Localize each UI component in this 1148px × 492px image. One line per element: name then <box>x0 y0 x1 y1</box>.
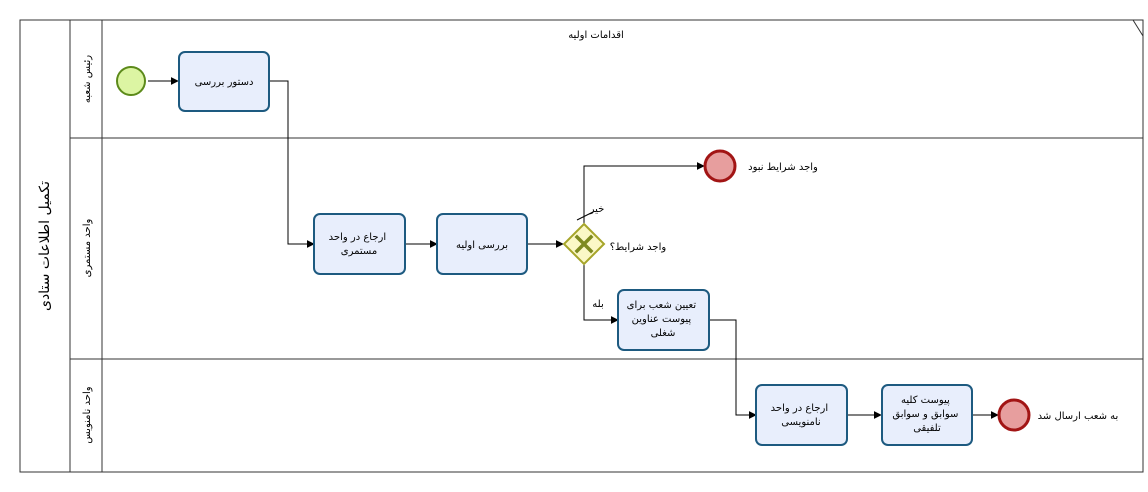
task-review-order-label: دستور بررسی <box>195 77 254 88</box>
pool-title: تکمیل اطلاعات ستادی <box>37 181 53 311</box>
task-review-order[interactable]: دستور بررسی <box>178 51 270 112</box>
task-attach-records-line: سوابق و سوابق <box>892 409 958 420</box>
lane-label-branch-head: رئیس شعبه <box>82 55 93 103</box>
task-review-order-line: دستور بررسی <box>195 77 254 88</box>
lane-labels: رئیس شعبه واحد مستمری واحد نامنویس <box>82 55 93 444</box>
task-refer-pension-line: ارجاع در واحد <box>329 232 386 243</box>
lane-label-pension-unit: واحد مستمری <box>82 219 93 278</box>
task-attach-records-label: پیوست کلیه سوابق و سوابق تلفیقی <box>892 395 961 434</box>
task-refer-registration[interactable]: ارجاع در واحد نامنویسی <box>755 384 848 446</box>
flow-assign-branch-to-refer-registration <box>709 319 757 419</box>
lane-label-registration-unit: واحد نامنویس <box>82 386 93 443</box>
group-label: اقدامات اولیه <box>568 30 624 41</box>
task-attach-records-line: تلفیقی <box>913 423 941 434</box>
task-assign-branch-line: شغلی <box>651 328 676 339</box>
task-refer-registration-label: ارجاع در واحد نامنویسی <box>771 403 832 428</box>
sequence-flows <box>148 77 999 419</box>
group-boundary: اقدامات اولیه <box>102 19 1144 41</box>
flow-review-order-to-refer-pension <box>269 80 315 248</box>
task-refer-pension-line: مستمری <box>341 246 377 257</box>
no-label-tick <box>576 211 594 221</box>
end-event-not-eligible-label: واجد شرایط نبود <box>748 162 818 173</box>
task-assign-branch-line: تعیین شعب برای <box>627 300 697 311</box>
task-refer-registration-line: نامنویسی <box>781 417 820 428</box>
task-initial-review-label: بررسی اولیه <box>456 240 508 251</box>
gateway-label: واجد شرایط؟ <box>610 242 667 253</box>
end-event-not-eligible[interactable] <box>703 149 737 183</box>
task-initial-review[interactable]: بررسی اولیه <box>436 213 528 275</box>
task-attach-records[interactable]: پیوست کلیه سوابق و سوابق تلفیقی <box>881 384 973 446</box>
task-assign-branch[interactable]: تعیین شعب برای پیوست عناوین شغلی <box>617 289 710 351</box>
flow-label-no: خیر <box>589 204 605 215</box>
flow-gateway-yes <box>583 264 619 324</box>
task-refer-pension-label: ارجاع در واحد مستمری <box>329 232 390 257</box>
flow-gateway-no <box>583 162 705 224</box>
task-refer-registration-line: ارجاع در واحد <box>771 403 828 414</box>
task-initial-review-line: بررسی اولیه <box>456 240 508 251</box>
start-event[interactable] <box>116 66 146 96</box>
end-event-sent-to-branch-label: به شعب ارسال شد <box>1038 411 1119 422</box>
end-event-sent-to-branch[interactable] <box>997 398 1031 432</box>
task-assign-branch-line: پیوست عناوین <box>632 314 692 325</box>
task-attach-records-line: پیوست کلیه <box>901 395 950 406</box>
task-refer-pension[interactable]: ارجاع در واحد مستمری <box>313 213 406 275</box>
flow-label-yes: بله <box>592 299 603 310</box>
task-assign-branch-label: تعیین شعب برای پیوست عناوین شغلی <box>627 300 700 339</box>
exclusive-gateway[interactable] <box>562 222 606 266</box>
gateway-x-icon <box>574 234 594 254</box>
